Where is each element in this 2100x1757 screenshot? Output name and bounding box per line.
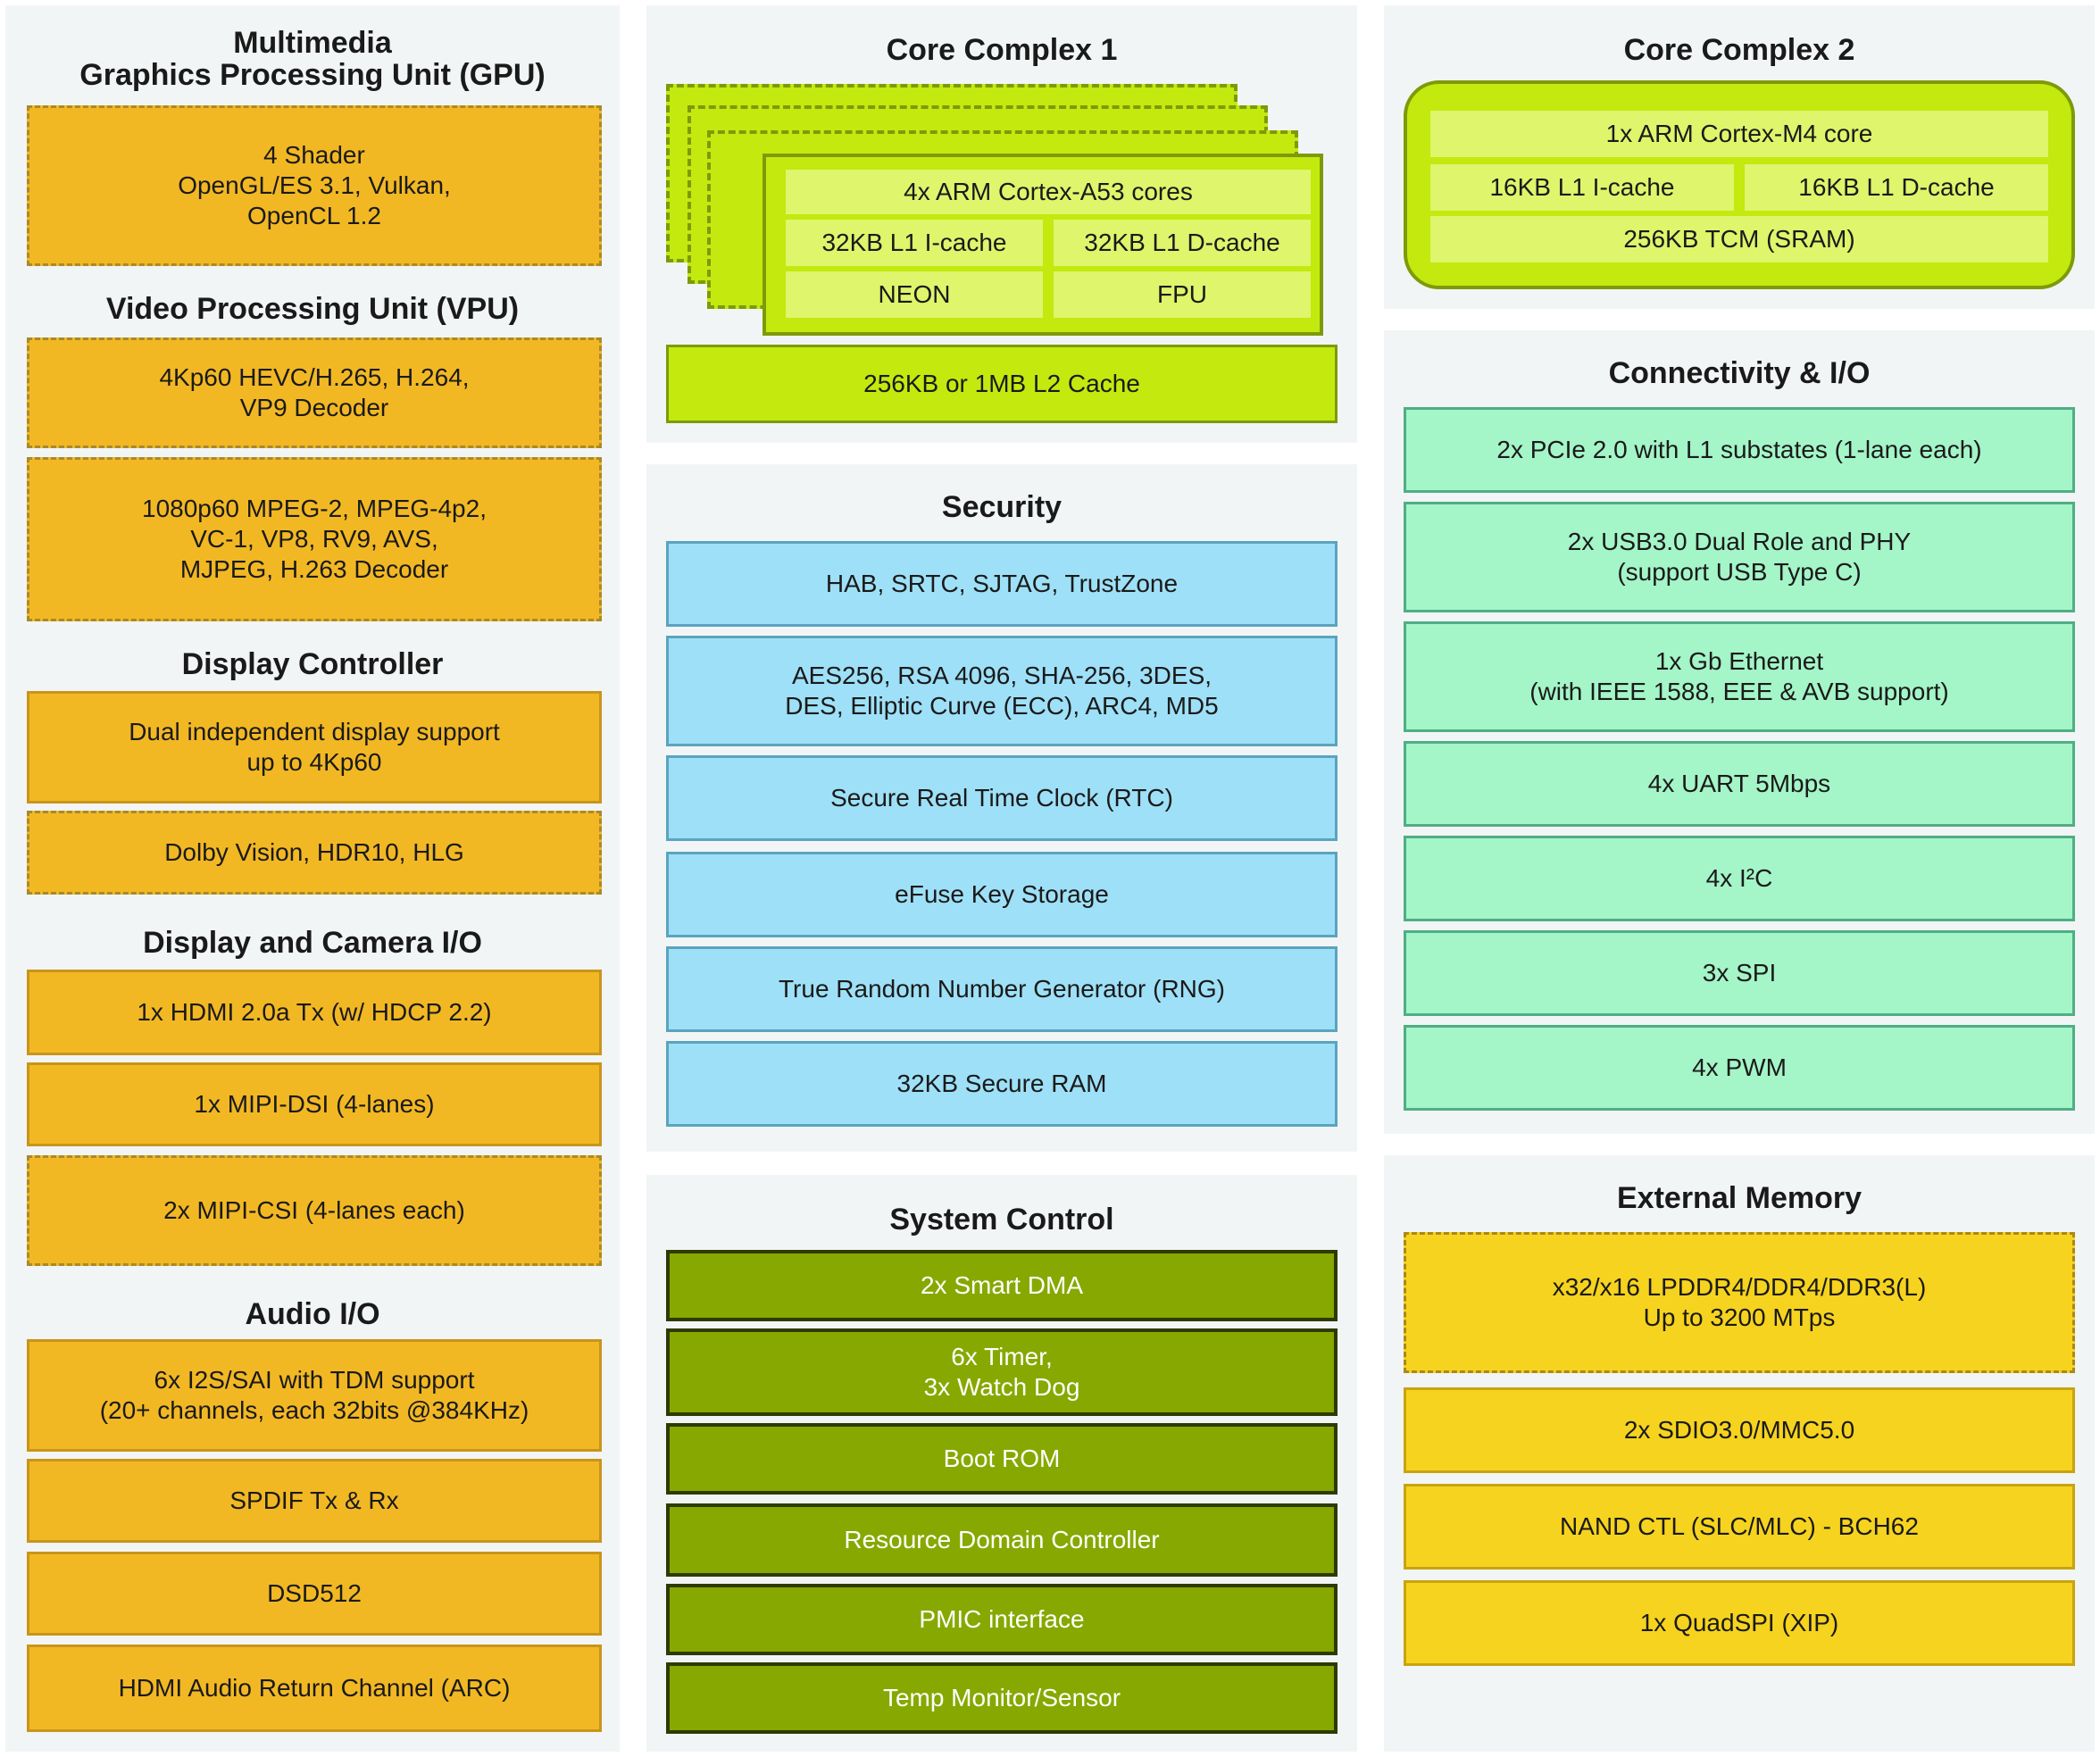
gpu-box: 4 Shader OpenGL/ES 3.1, Vulkan, OpenCL 1…: [27, 105, 602, 266]
vpu-title: Video Processing Unit (VPU): [105, 292, 520, 326]
core-complex-2-panel: Core Complex 2 1x ARM Cortex-M4 core 16K…: [1384, 5, 2095, 309]
sysctl-item-dma: 2x Smart DMA: [666, 1250, 1338, 1321]
hdmi-tx-box: 1x HDMI 2.0a Tx (w/ HDCP 2.2): [27, 970, 602, 1055]
dual-display-box: Dual independent display support up to 4…: [27, 691, 602, 804]
core-cluster-box: 4x ARM Cortex-A53 cores 32KB L1 I-cache …: [762, 154, 1323, 336]
fpu-cell: FPU: [1054, 271, 1311, 318]
core-complex-2-title: Core Complex 2: [1623, 33, 1855, 67]
mem-item-sdio: 2x SDIO3.0/MMC5.0: [1404, 1387, 2075, 1473]
conn-item-usb: 2x USB3.0 Dual Role and PHY (support USB…: [1404, 502, 2075, 612]
external-memory-title: External Memory: [1617, 1181, 1862, 1215]
mipi-csi-box: 2x MIPI-CSI (4-lanes each): [27, 1155, 602, 1266]
conn-item-ethernet: 1x Gb Ethernet (with IEEE 1588, EEE & AV…: [1404, 621, 2075, 732]
neon-cell: NEON: [786, 271, 1043, 318]
mipi-dsi-box: 1x MIPI-DSI (4-lanes): [27, 1062, 602, 1146]
m4-icache-cell: 16KB L1 I-cache: [1430, 164, 1734, 211]
security-item-efuse: eFuse Key Storage: [666, 852, 1338, 937]
security-item-secure-ram: 32KB Secure RAM: [666, 1041, 1338, 1127]
a53-cores-cell: 4x ARM Cortex-A53 cores: [786, 170, 1311, 214]
conn-item-pwm: 4x PWM: [1404, 1025, 2075, 1111]
conn-item-pcie: 2x PCIe 2.0 with L1 substates (1-lane ea…: [1404, 407, 2075, 493]
vpu-hevc-box: 4Kp60 HEVC/H.265, H.264, VP9 Decoder: [27, 337, 602, 448]
l1-icache-cell: 32KB L1 I-cache: [786, 220, 1043, 266]
sysctl-item-pmic: PMIC interface: [666, 1584, 1338, 1655]
system-control-title: System Control: [889, 1203, 1114, 1237]
hdmi-arc-box: HDMI Audio Return Channel (ARC): [27, 1645, 602, 1732]
connectivity-panel: Connectivity & I/O 2x PCIe 2.0 with L1 s…: [1384, 330, 2095, 1134]
security-item-hab: HAB, SRTC, SJTAG, TrustZone: [666, 541, 1338, 627]
security-item-rng: True Random Number Generator (RNG): [666, 946, 1338, 1032]
system-control-panel: System Control 2x Smart DMA 6x Timer, 3x…: [646, 1175, 1357, 1752]
left-column-panel: Multimedia Graphics Processing Unit (GPU…: [5, 5, 620, 1752]
sysctl-item-boot-rom: Boot ROM: [666, 1423, 1338, 1495]
mem-item-quadspi: 1x QuadSPI (XIP): [1404, 1580, 2075, 1666]
l1-dcache-cell: 32KB L1 D-cache: [1054, 220, 1311, 266]
sysctl-item-temp: Temp Monitor/Sensor: [666, 1662, 1338, 1734]
i2s-sai-box: 6x I2S/SAI with TDM support (20+ channel…: [27, 1339, 602, 1452]
m4-core-cell: 1x ARM Cortex-M4 core: [1430, 111, 2048, 157]
display-camera-title: Display and Camera I/O: [143, 926, 482, 960]
spdif-box: SPDIF Tx & Rx: [27, 1459, 602, 1543]
audio-title: Audio I/O: [245, 1297, 380, 1331]
sysctl-item-rdc: Resource Domain Controller: [666, 1503, 1338, 1577]
sysctl-item-timer: 6x Timer, 3x Watch Dog: [666, 1328, 1338, 1416]
dolby-vision-box: Dolby Vision, HDR10, HLG: [27, 811, 602, 895]
mem-item-lpddr4: x32/x16 LPDDR4/DDR4/DDR3(L) Up to 3200 M…: [1404, 1232, 2075, 1373]
connectivity-title: Connectivity & I/O: [1608, 356, 1871, 390]
dsd512-box: DSD512: [27, 1552, 602, 1636]
core-complex-1-title: Core Complex 1: [886, 33, 1118, 67]
security-title: Security: [941, 490, 1062, 524]
core-complex-1-panel: Core Complex 1 4x ARM Cortex-A53 cores 3…: [646, 5, 1357, 443]
security-item-rtc: Secure Real Time Clock (RTC): [666, 755, 1338, 841]
security-item-crypto: AES256, RSA 4096, SHA-256, 3DES, DES, El…: [666, 636, 1338, 746]
mem-item-nand: NAND CTL (SLC/MLC) - BCH62: [1404, 1484, 2075, 1570]
m4-tcm-cell: 256KB TCM (SRAM): [1430, 216, 2048, 262]
conn-item-i2c: 4x I²C: [1404, 836, 2075, 921]
security-panel: Security HAB, SRTC, SJTAG, TrustZone AES…: [646, 464, 1357, 1152]
external-memory-panel: External Memory x32/x16 LPDDR4/DDR4/DDR3…: [1384, 1155, 2095, 1752]
gpu-title: Multimedia Graphics Processing Unit (GPU…: [79, 26, 546, 92]
l2-cache-box: 256KB or 1MB L2 Cache: [666, 345, 1338, 423]
cortex-m4-box: 1x ARM Cortex-M4 core 16KB L1 I-cache 16…: [1404, 80, 2075, 289]
conn-item-uart: 4x UART 5Mbps: [1404, 741, 2075, 827]
m4-dcache-cell: 16KB L1 D-cache: [1745, 164, 2048, 211]
vpu-mpeg-box: 1080p60 MPEG-2, MPEG-4p2, VC-1, VP8, RV9…: [27, 457, 602, 621]
display-controller-title: Display Controller: [181, 647, 444, 681]
conn-item-spi: 3x SPI: [1404, 930, 2075, 1016]
